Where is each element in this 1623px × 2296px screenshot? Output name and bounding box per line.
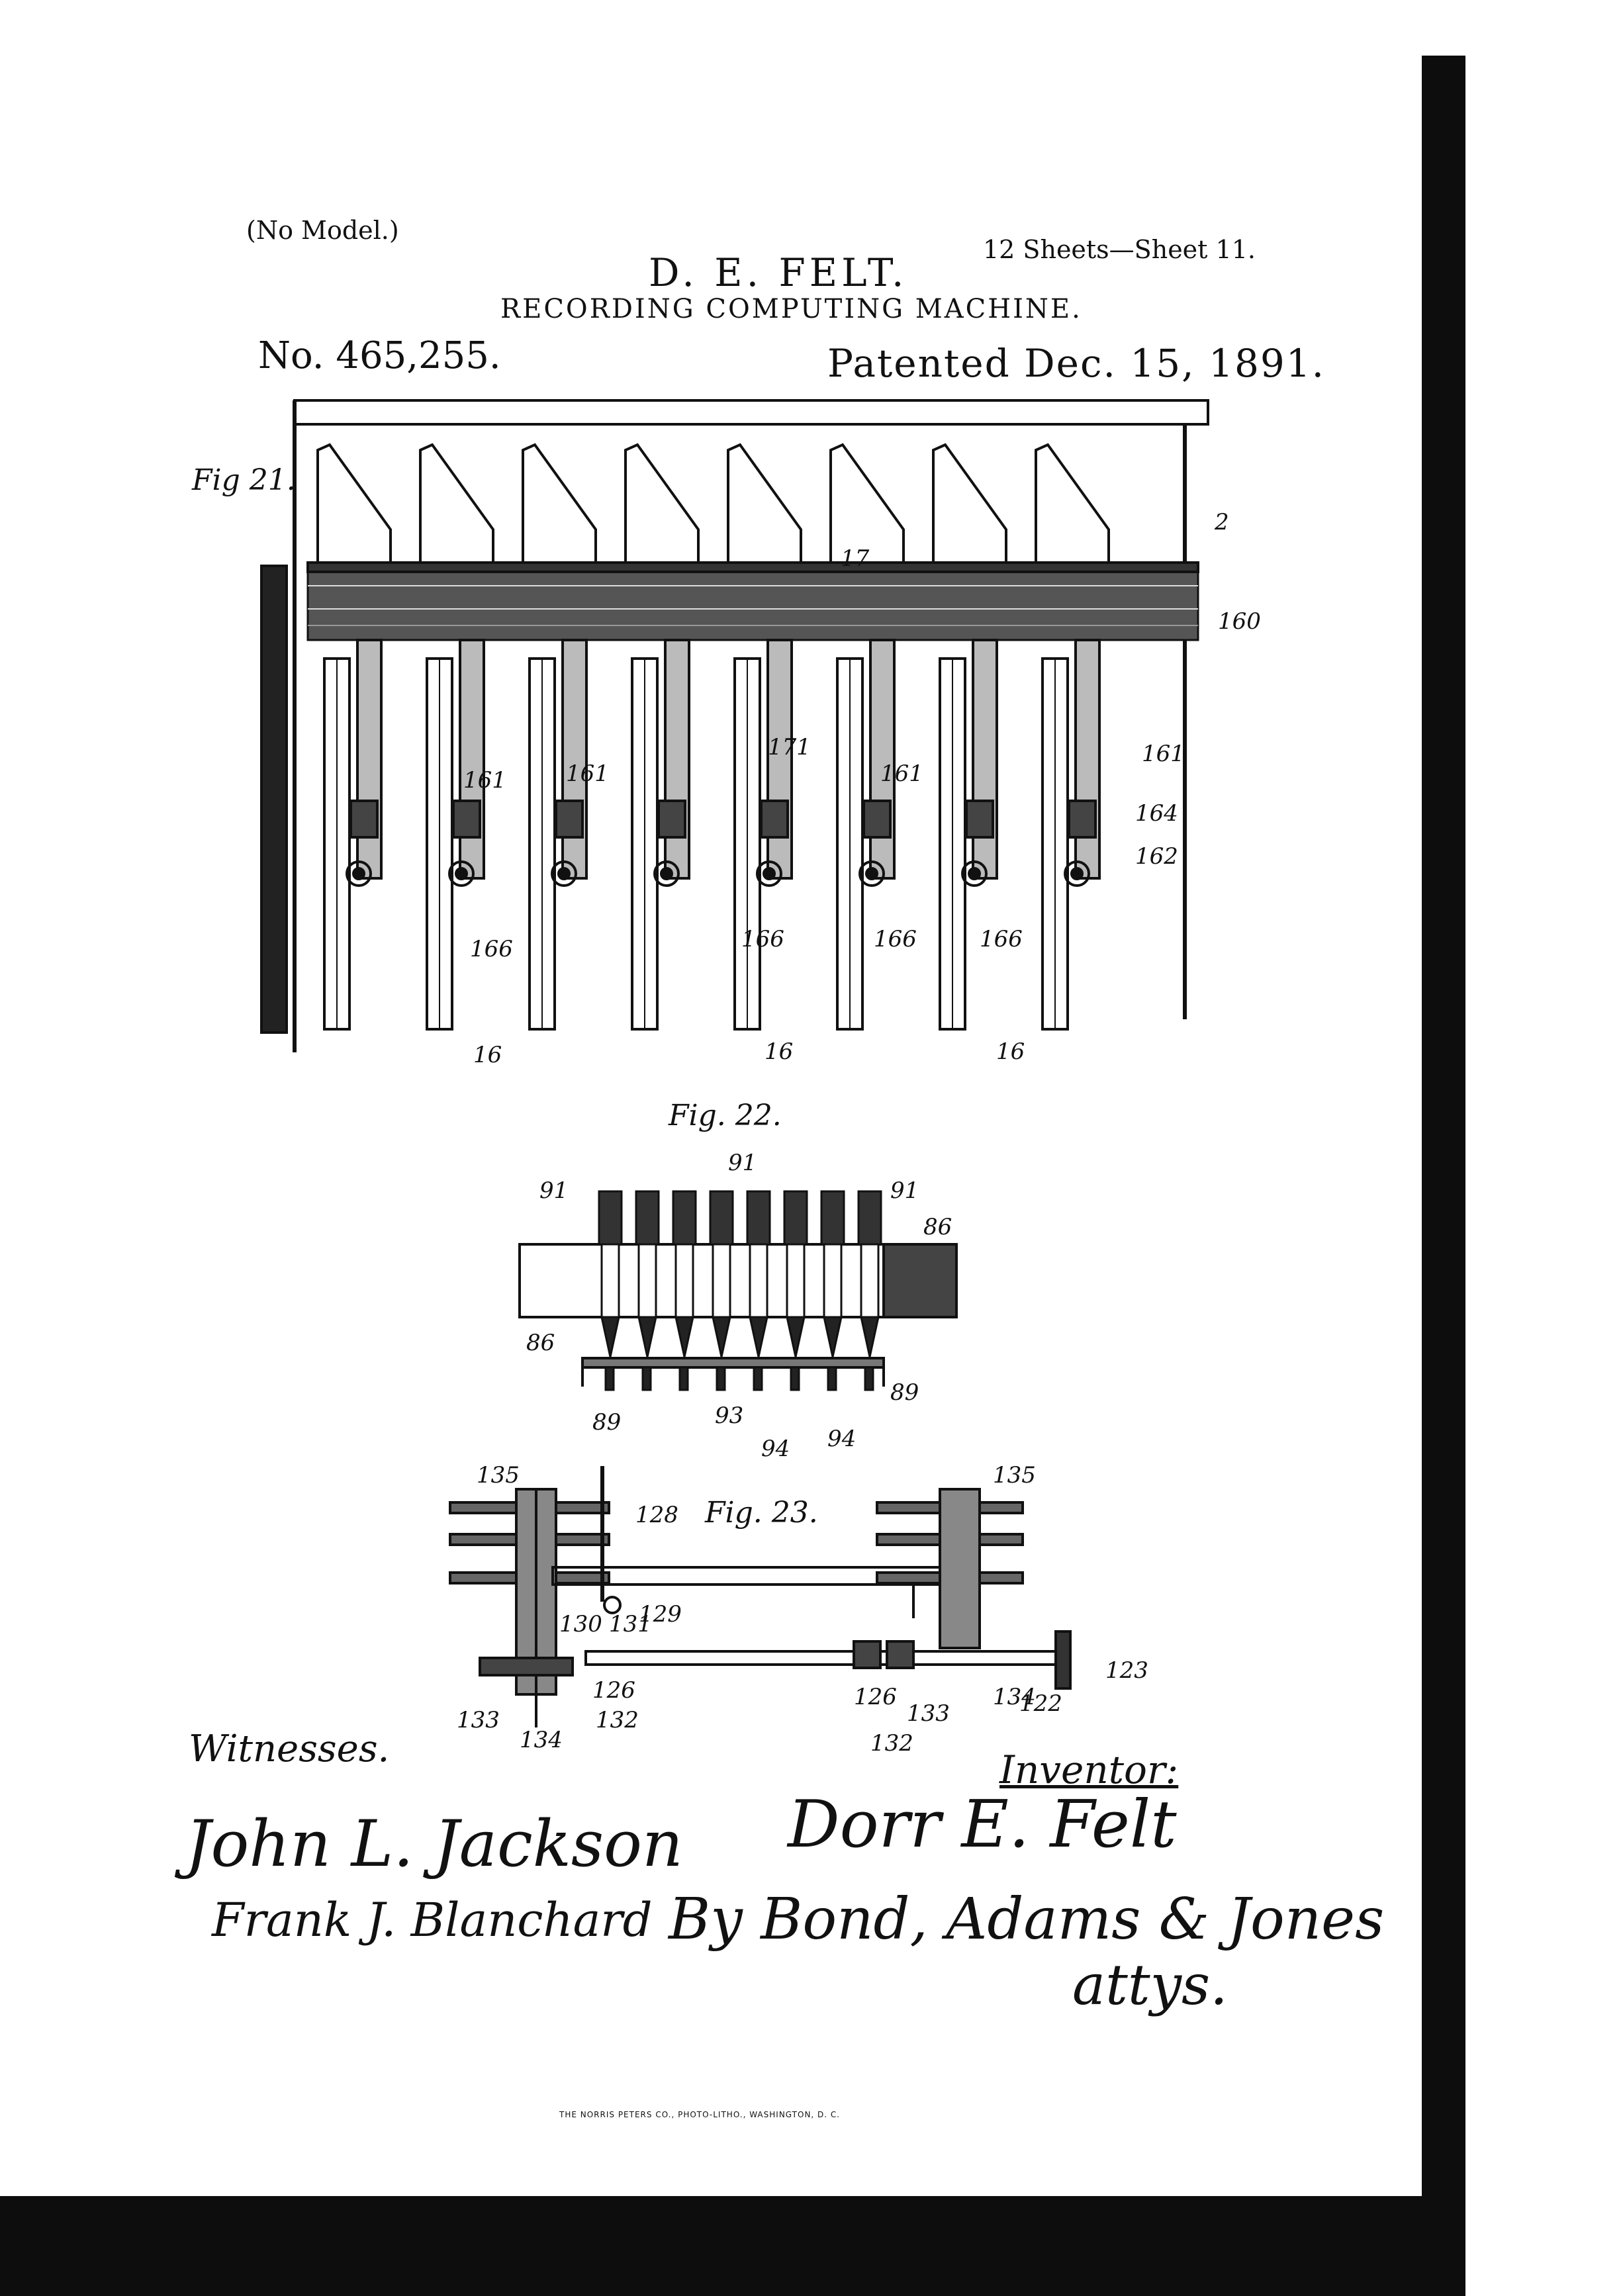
ref-2: 2 bbox=[1214, 509, 1229, 535]
ref-161-right: 161 bbox=[1142, 741, 1185, 767]
ref-126-right: 126 bbox=[854, 1684, 897, 1710]
fig21-labels: Fig 21. 2 17 160 161 161 161 161 164 162… bbox=[191, 463, 1261, 1068]
fig22-label: Fig. 22. bbox=[668, 1099, 782, 1132]
ref-94-a: 94 bbox=[761, 1436, 790, 1462]
ref-132-left: 132 bbox=[596, 1707, 639, 1733]
ref-93: 93 bbox=[715, 1402, 743, 1429]
fig21-units bbox=[316, 443, 1110, 1031]
ref-134-right: 134 bbox=[993, 1684, 1036, 1710]
inventor-heading: D. E. FELT. bbox=[649, 250, 908, 295]
ref-94-b: 94 bbox=[827, 1426, 856, 1452]
fig22-screw bbox=[635, 1190, 660, 1391]
printer-credit: THE NORRIS PETERS CO., PHOTO-LITHO., WAS… bbox=[559, 2110, 841, 2119]
ref-166-b: 166 bbox=[741, 926, 784, 952]
ref-160: 160 bbox=[1218, 608, 1261, 635]
fig23-label: Fig. 23. bbox=[704, 1496, 818, 1530]
fig22-screw bbox=[857, 1190, 882, 1391]
ref-17: 17 bbox=[841, 545, 870, 572]
ref-135-left: 135 bbox=[477, 1462, 520, 1489]
fig22-screw bbox=[820, 1190, 845, 1391]
ref-132-right: 132 bbox=[870, 1730, 913, 1757]
no-model-note: (No Model.) bbox=[246, 216, 399, 245]
ref-16-b: 16 bbox=[765, 1038, 793, 1065]
attorneys-signature: By Bond, Adams & Jones bbox=[669, 1886, 1385, 1952]
fig22-screw bbox=[783, 1190, 808, 1391]
ref-166-a: 166 bbox=[470, 936, 513, 962]
fig22-screw bbox=[598, 1190, 623, 1391]
fig21-drawing bbox=[260, 399, 1209, 1052]
ref-130: 130 bbox=[559, 1611, 602, 1637]
ref-161-b: 161 bbox=[566, 760, 609, 787]
ref-126-left: 126 bbox=[592, 1677, 635, 1704]
ref-91-top: 91 bbox=[728, 1150, 757, 1176]
ref-122: 122 bbox=[1019, 1690, 1062, 1717]
fig22-screws bbox=[598, 1190, 882, 1391]
ref-164: 164 bbox=[1135, 800, 1178, 827]
ref-135-right: 135 bbox=[993, 1462, 1036, 1489]
fig21-key-unit bbox=[932, 443, 1007, 1031]
fig22-screw bbox=[672, 1190, 697, 1391]
fig21-key-unit bbox=[522, 443, 597, 1031]
inventor-label: Inventor: bbox=[999, 1747, 1179, 1792]
witnesses-label: Witnesses. bbox=[189, 1727, 390, 1770]
ref-133-left: 133 bbox=[457, 1707, 500, 1733]
scan-border-right bbox=[1422, 56, 1465, 2296]
ref-16-a: 16 bbox=[473, 1042, 502, 1068]
ref-123: 123 bbox=[1105, 1657, 1148, 1684]
fig21-key-unit bbox=[624, 443, 700, 1031]
ref-133-right: 133 bbox=[907, 1700, 950, 1727]
ref-162: 162 bbox=[1135, 843, 1178, 870]
ref-86-left: 86 bbox=[526, 1330, 555, 1356]
sheet-count: 12 Sheets—Sheet 11. bbox=[983, 235, 1256, 264]
ref-171: 171 bbox=[768, 734, 811, 760]
fig22-screw bbox=[746, 1190, 771, 1391]
ref-166-d: 166 bbox=[980, 926, 1023, 952]
fig21-key-unit bbox=[727, 443, 802, 1031]
witness-signature-2: Frank J. Blanchard bbox=[212, 1893, 653, 1947]
ref-89-right: 89 bbox=[890, 1379, 919, 1406]
fig21-key-unit bbox=[419, 443, 494, 1031]
witness-signature-1: John L. Jackson bbox=[185, 1807, 683, 1881]
ref-166-c: 166 bbox=[874, 926, 917, 952]
ref-129: 129 bbox=[639, 1601, 682, 1628]
ref-161-c: 161 bbox=[880, 760, 923, 787]
fig23-drawing bbox=[449, 1466, 1072, 1727]
ref-134-left: 134 bbox=[520, 1727, 563, 1753]
ref-128: 128 bbox=[635, 1502, 678, 1528]
ref-89-left: 89 bbox=[592, 1409, 621, 1436]
ref-91-left: 91 bbox=[539, 1177, 568, 1204]
ref-161-a: 161 bbox=[463, 767, 506, 794]
fig21-key-unit bbox=[1035, 443, 1110, 1031]
ref-86-right: 86 bbox=[923, 1214, 952, 1240]
fig21-key-unit bbox=[316, 443, 392, 1031]
patent-title: RECORDING COMPUTING MACHINE. bbox=[500, 294, 1082, 324]
fig21-label: Fig 21. bbox=[191, 463, 296, 497]
fig23-labels: Fig. 23. 135 135 128 129 130 131 126 126… bbox=[457, 1462, 1148, 1757]
fig21-key-unit bbox=[829, 443, 905, 1031]
attorneys-suffix: attys. bbox=[1072, 1952, 1228, 2017]
patent-number: No. 465,255. bbox=[258, 334, 501, 377]
fig22-screw bbox=[709, 1190, 734, 1391]
fig22-drawing bbox=[518, 1243, 958, 1387]
inventor-signature: Dorr E. Felt bbox=[788, 1787, 1177, 1862]
ref-131: 131 bbox=[609, 1611, 652, 1637]
ref-16-c: 16 bbox=[996, 1038, 1025, 1065]
patent-date: Patented Dec. 15, 1891. bbox=[827, 341, 1326, 386]
scan-border-bottom bbox=[0, 2196, 1465, 2296]
ref-91-right: 91 bbox=[890, 1177, 919, 1204]
fig22-labels: Fig. 22. 91 91 91 86 86 89 89 93 94 94 bbox=[526, 1099, 952, 1462]
